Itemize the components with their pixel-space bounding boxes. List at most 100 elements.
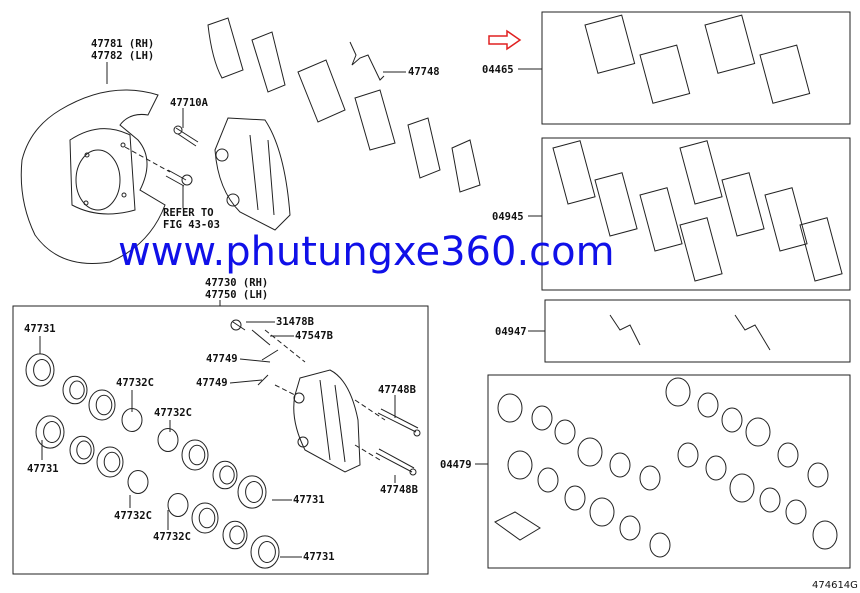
- cylinder-kit-ring-drawing: [665, 377, 691, 407]
- label-47731-3: 47731: [293, 494, 325, 506]
- cylinder-kit-ring-drawing: [589, 497, 615, 527]
- label-47781: 47781 (RH): [91, 38, 154, 50]
- seal-drawing: [191, 502, 219, 534]
- caliper-body-drawing: [230, 319, 421, 476]
- label-04479: 04479: [440, 459, 472, 471]
- cylinder-kit-ring-drawing: [785, 499, 807, 525]
- label-47748b-1: 47748B: [378, 384, 416, 396]
- bolt-drawing: [124, 125, 199, 187]
- watermark-text: www.phutungxe360.com: [118, 229, 615, 275]
- seal-inner-drawing: [103, 451, 121, 473]
- seal-drawing: [222, 520, 248, 550]
- pad-drawing: [584, 14, 636, 74]
- cylinder-kit-ring-drawing: [554, 419, 576, 445]
- piston-inner-drawing: [245, 481, 263, 503]
- piston-drawing: [250, 535, 280, 569]
- shim-drawing: [799, 217, 843, 282]
- label-04465: 04465: [482, 64, 514, 76]
- seal-inner-drawing: [76, 440, 92, 460]
- seal-drawing: [96, 446, 124, 478]
- shim-drawing: [764, 187, 808, 252]
- cylinder-kit-ring-drawing: [729, 473, 755, 503]
- caliper-drawing: [214, 117, 291, 231]
- shim-drawing: [639, 187, 683, 252]
- shim-drawing: [552, 140, 596, 205]
- label-04947: 04947: [495, 326, 527, 338]
- cylinder-kit-ring-drawing: [639, 465, 661, 491]
- cylinder-kit-ring-drawing: [609, 452, 631, 478]
- label-47782: 47782 (LH): [91, 50, 154, 62]
- label-47748b-2: 47748B: [380, 484, 418, 496]
- anti-squeal-kit-box: [541, 137, 851, 291]
- cylinder-kit-ring-drawing: [777, 442, 799, 468]
- piston-drawing: [237, 475, 267, 509]
- shim-drawing: [679, 217, 723, 282]
- seal-inner-drawing: [188, 444, 206, 466]
- cylinder-kit-ring-drawing: [721, 407, 743, 433]
- label-47710a: 47710A: [170, 97, 209, 109]
- ring-drawing: [167, 493, 189, 517]
- seal-inner-drawing: [229, 525, 245, 545]
- ring-drawing: [157, 428, 179, 452]
- label-04945: 04945: [492, 211, 524, 223]
- cylinder-kit-ring-drawing: [705, 455, 727, 481]
- pad-drawing: [759, 44, 811, 104]
- grease-packet-drawing: [494, 511, 541, 541]
- cylinder-kit-ring-drawing: [759, 487, 781, 513]
- cylinder-kit-ring-drawing: [807, 462, 829, 488]
- pad-drawing: [704, 14, 756, 74]
- cylinder-kit-ring-drawing: [677, 442, 699, 468]
- label-47731-2: 47731: [27, 463, 59, 475]
- seal-inner-drawing: [219, 465, 235, 485]
- cylinder-kit-ring-drawing: [497, 393, 523, 423]
- pad-drawing: [639, 44, 691, 104]
- leader-lines: [39, 300, 396, 558]
- piston-inner-drawing: [43, 421, 61, 443]
- seal-drawing: [69, 435, 95, 465]
- seal-inner-drawing: [69, 380, 85, 400]
- label-31478b: 31478B: [276, 316, 314, 328]
- cylinder-kit-ring-drawing: [577, 437, 603, 467]
- label-47547b: 47547B: [295, 330, 333, 342]
- spring-drawing: [349, 41, 385, 81]
- dust-cover-drawing: [20, 89, 166, 264]
- seal-inner-drawing: [198, 507, 216, 529]
- cylinder-kit-ring-drawing: [745, 417, 771, 447]
- label-47732c-4: 47732C: [153, 531, 191, 543]
- piston-drawing: [35, 415, 65, 449]
- label-47749-1: 47749: [206, 353, 238, 365]
- label-47749-2: 47749: [196, 377, 228, 389]
- seal-drawing: [181, 439, 209, 471]
- caliper-assembly-box: [12, 305, 429, 575]
- cylinder-kit-ring-drawing: [507, 450, 533, 480]
- piston-inner-drawing: [33, 359, 51, 381]
- kit-parts: [494, 14, 843, 558]
- seal-drawing: [62, 375, 88, 405]
- seal-drawing: [212, 460, 238, 490]
- cylinder-kit-ring-drawing: [531, 405, 553, 431]
- cylinder-kit-ring-drawing: [619, 515, 641, 541]
- pads-drawing: [207, 17, 481, 193]
- highlight-arrow-icon: [488, 29, 522, 51]
- cylinder-kit-box: [487, 374, 851, 569]
- refer-fig-link[interactable]: FIG 43-03: [163, 219, 220, 231]
- cylinder-kit-ring-drawing: [649, 532, 671, 558]
- shim-drawing: [679, 140, 723, 205]
- label-47732c-3: 47732C: [114, 510, 152, 522]
- label-47748: 47748: [408, 66, 440, 78]
- label-47750: 47750 (LH): [205, 289, 268, 301]
- label-47730: 47730 (RH): [205, 277, 268, 289]
- piston-drawing: [25, 353, 55, 387]
- shim-drawing: [721, 172, 765, 237]
- ring-drawing: [127, 470, 149, 494]
- refer-to-text: REFER TO: [163, 207, 214, 219]
- label-47732c-1: 47732C: [116, 377, 154, 389]
- piston-inner-drawing: [258, 541, 276, 563]
- pad-kit-box: [541, 11, 851, 125]
- spring-drawing: [609, 314, 771, 351]
- seal-drawing: [88, 389, 116, 421]
- cylinder-kit-ring-drawing: [697, 392, 719, 418]
- cylinder-kit-ring-drawing: [812, 520, 838, 550]
